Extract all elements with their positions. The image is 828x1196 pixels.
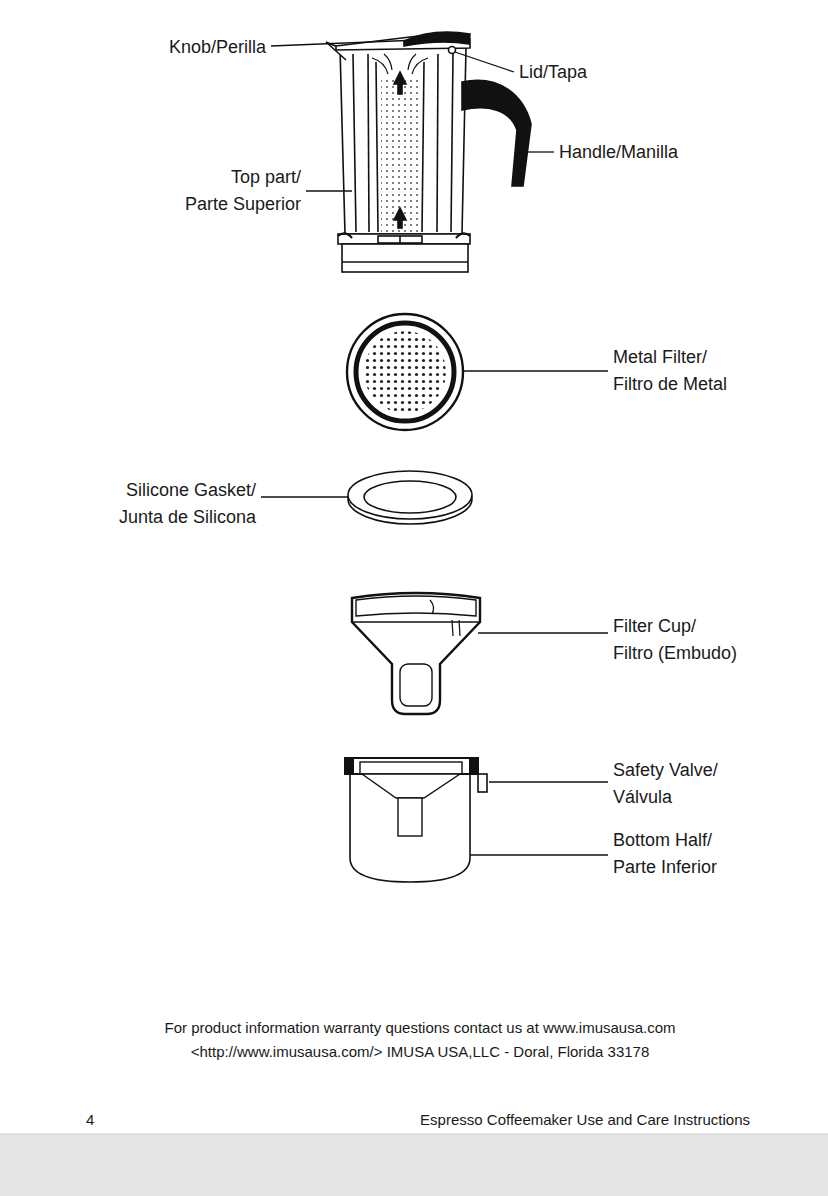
part-label: Knob/Perilla — [169, 34, 266, 61]
filter-cup-drawing — [352, 593, 480, 714]
contact-note: For product information warranty questio… — [6, 1016, 828, 1064]
label-line: Parte Inferior — [613, 854, 717, 881]
leader-line — [306, 190, 352, 191]
leader-line — [463, 370, 608, 371]
part-label: Top part/ Parte Superior — [185, 164, 301, 218]
part-label: Metal Filter/ Filtro de Metal — [613, 344, 727, 398]
leader-line — [470, 854, 608, 855]
label-line: Válvula — [613, 784, 718, 811]
leader-line — [527, 151, 554, 152]
label-line: Safety Valve/ — [613, 757, 718, 784]
label-line: Filtro (Embudo) — [613, 640, 737, 667]
part-label: Safety Valve/ Válvula — [613, 757, 718, 811]
gasket-drawing — [348, 471, 472, 524]
label-line: Top part/ — [185, 164, 301, 191]
part-label: Lid/Tapa — [519, 59, 587, 86]
page-footer-text: 4 — [86, 1109, 94, 1131]
part-label: Silicone Gasket/ Junta de Silicona — [119, 477, 256, 531]
page-footer-text: Espresso Coffeemaker Use and Care Instru… — [420, 1109, 750, 1131]
leader-line — [478, 632, 608, 633]
metal-filter-drawing — [347, 314, 463, 430]
bottom-half-drawing — [345, 758, 487, 882]
leader-line — [271, 38, 468, 46]
top-part-drawing — [326, 32, 531, 272]
label-line: Filter Cup/ — [613, 613, 737, 640]
leader-line — [489, 781, 608, 782]
footer-band — [0, 1134, 828, 1196]
part-label: Bottom Half/ Parte Inferior — [613, 827, 717, 881]
label-line: Bottom Half/ — [613, 827, 717, 854]
leader-lines — [261, 38, 608, 855]
footer-rule — [0, 1134, 828, 1135]
label-line: Filtro de Metal — [613, 371, 727, 398]
label-line: Metal Filter/ — [613, 344, 727, 371]
leader-line — [455, 52, 514, 72]
part-label: Handle/Manilla — [559, 139, 678, 166]
part-label: Filter Cup/ Filtro (Embudo) — [613, 613, 737, 667]
label-line: For product information warranty questio… — [6, 1016, 828, 1040]
leader-line — [261, 496, 348, 497]
label-line: Parte Superior — [185, 191, 301, 218]
label-line: <http://www.imusausa.com/> IMUSA USA,LLC… — [6, 1040, 828, 1064]
label-line: Silicone Gasket/ — [119, 477, 256, 504]
label-line: Junta de Silicona — [119, 504, 256, 531]
